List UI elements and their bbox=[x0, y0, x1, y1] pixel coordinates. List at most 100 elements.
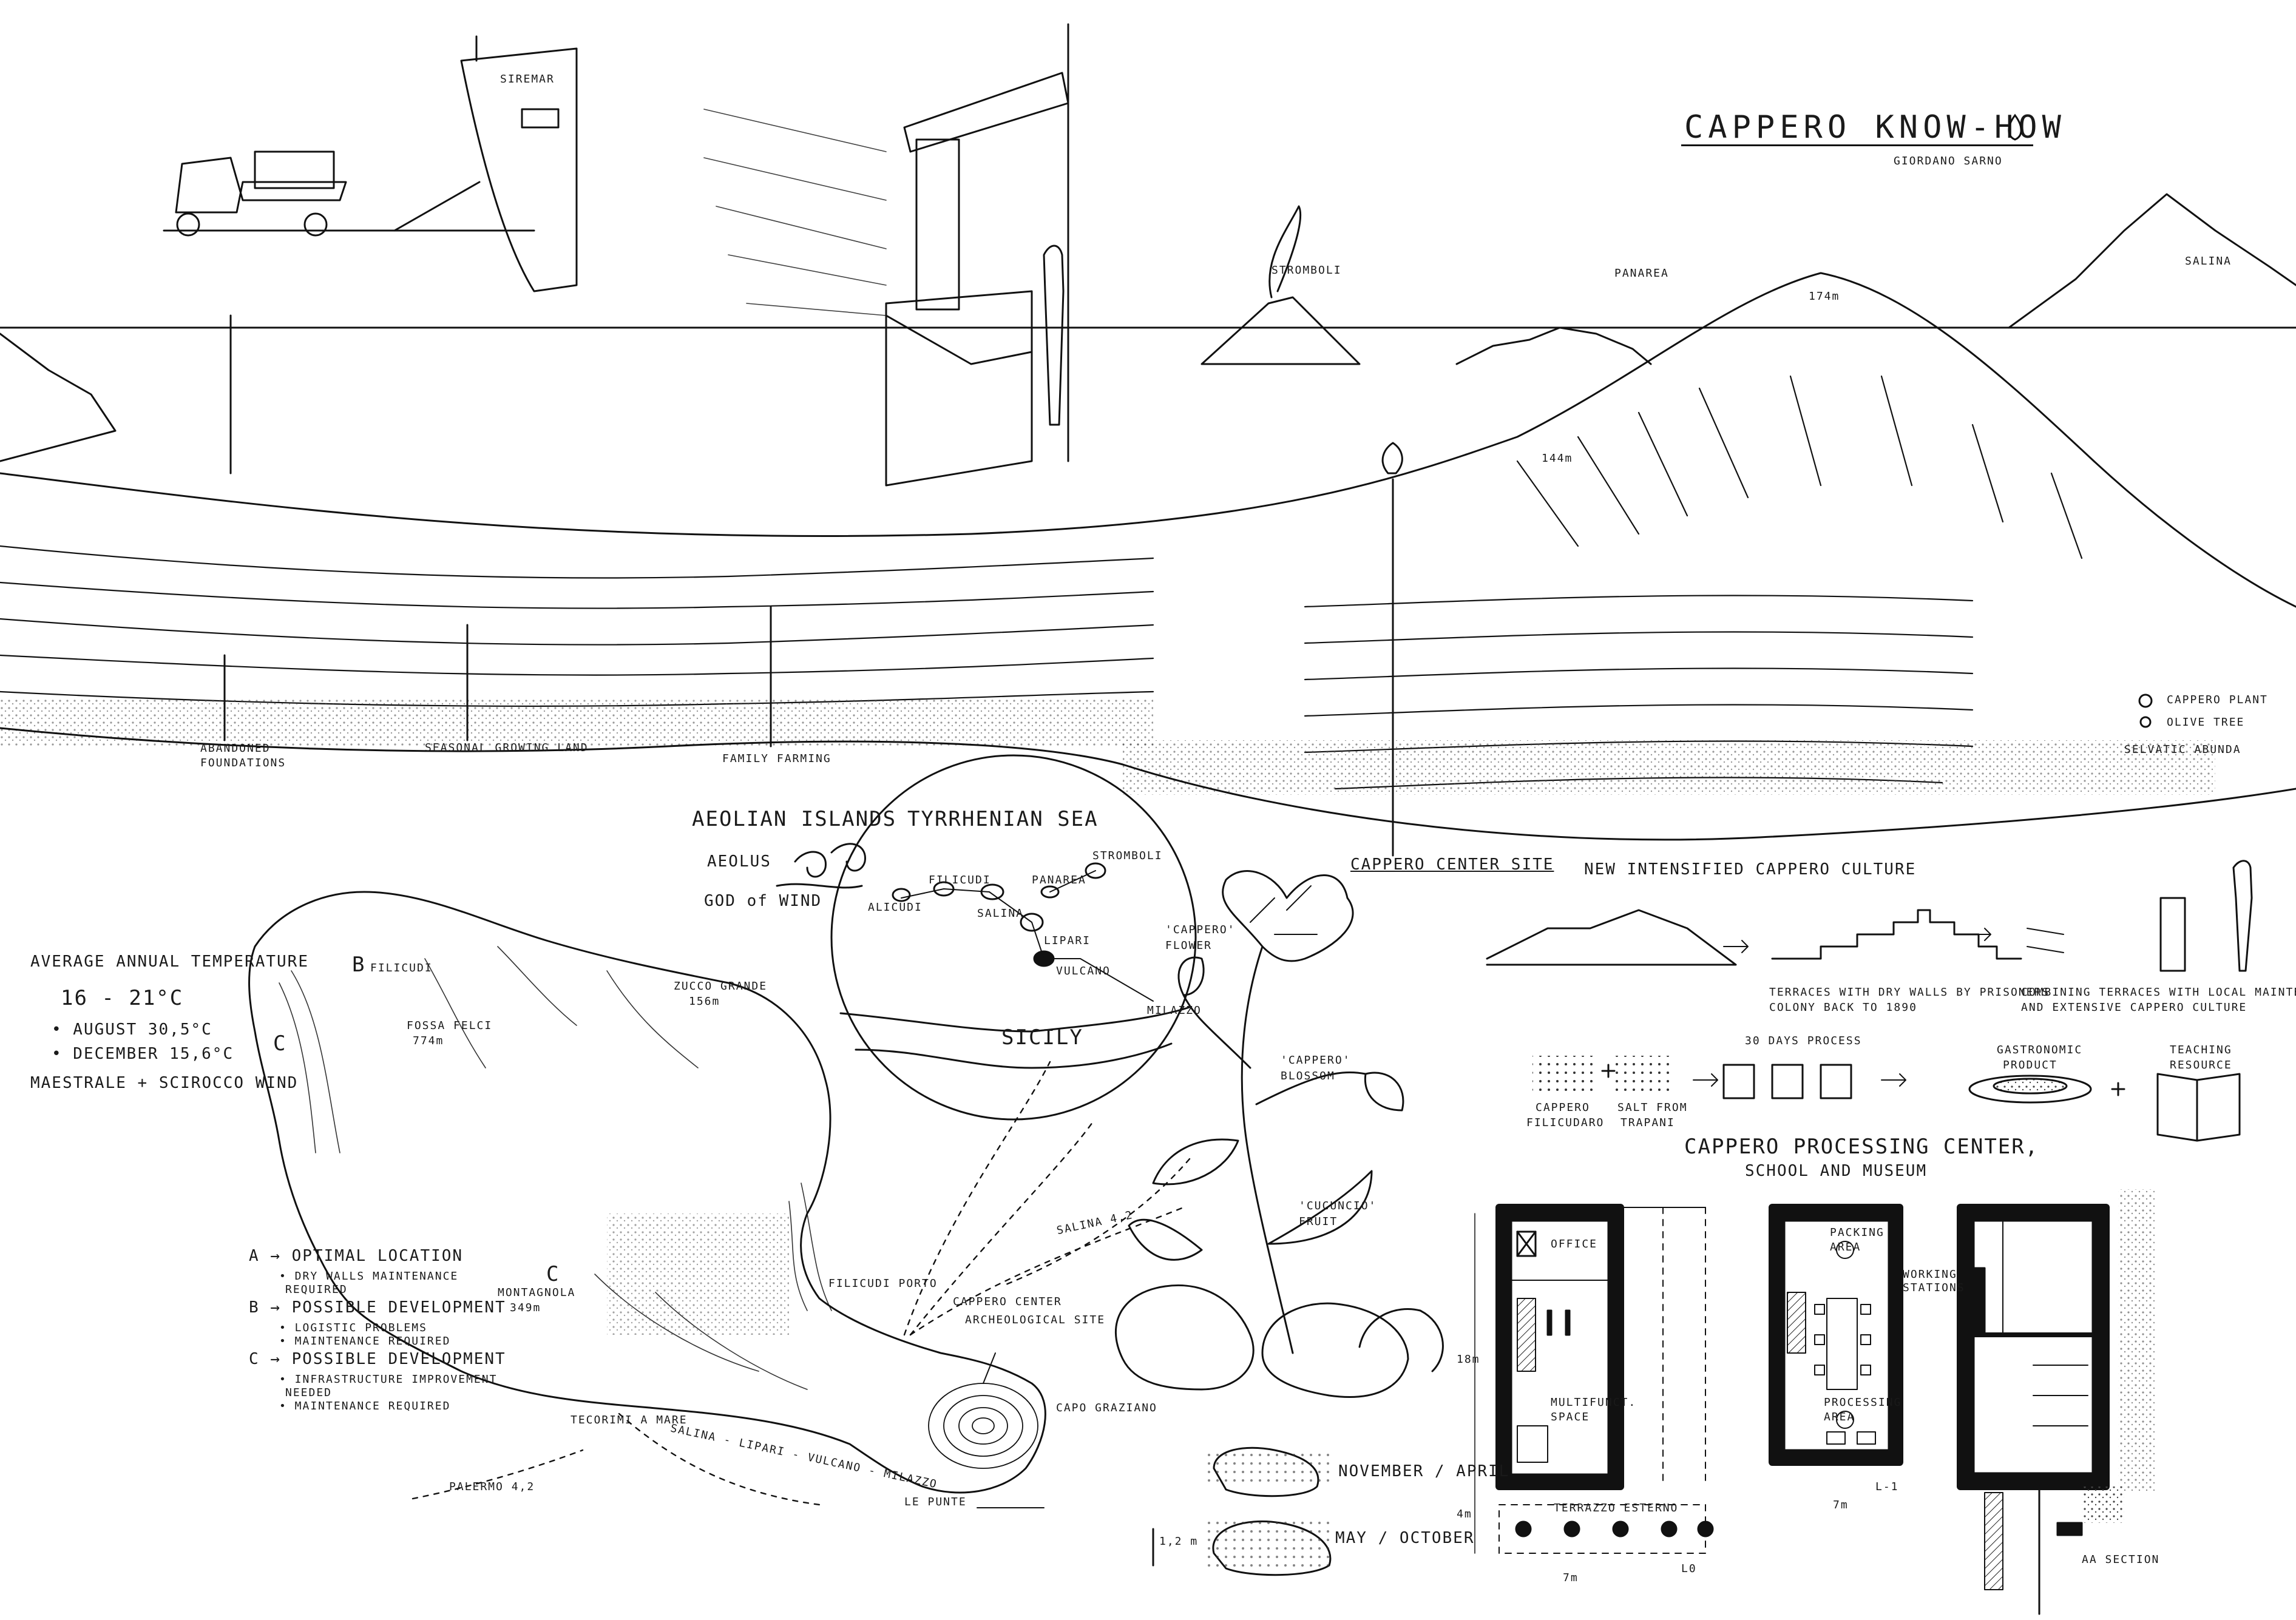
map-land-label: SICILY bbox=[1001, 1025, 1083, 1050]
map-island-label: FILICUDI bbox=[929, 874, 991, 886]
plan-level-ground: L0 bbox=[1681, 1562, 1697, 1575]
plan-room-packing: PACKING AREA bbox=[1830, 1226, 1885, 1254]
filicudi-outline bbox=[248, 891, 1046, 1494]
climate-range: 16 - 21°C bbox=[61, 986, 184, 1010]
ingredient-1: CAPPERO bbox=[1536, 1101, 1590, 1114]
map-place: CAPPERO CENTER bbox=[953, 1295, 1062, 1308]
season-label: NOVEMBER / APRIL bbox=[1338, 1462, 1510, 1480]
main-hill bbox=[0, 272, 2296, 608]
ingredient-2b: TRAPANI bbox=[1620, 1116, 1675, 1129]
map-sea-label: TYRRHENIAN SEA bbox=[907, 807, 1099, 831]
route-label: PALERMO 4,2 bbox=[449, 1480, 535, 1493]
map-place: FILICUDI bbox=[370, 962, 433, 974]
dimension-label: 18m bbox=[1457, 1353, 1480, 1366]
plant-blossom-label: 'CAPPERO' BLOSSOM bbox=[1281, 1054, 1351, 1082]
legend-cappero: CAPPERO PLANT bbox=[2167, 694, 2268, 706]
dimension-label: 7m bbox=[1833, 1499, 1849, 1511]
ingredient-1b: FILICUDARO bbox=[1526, 1116, 1605, 1129]
island-label-stromboli: STROMBOLI bbox=[1272, 264, 1342, 277]
boat-label: SIREMAR bbox=[500, 73, 555, 86]
plan-room-office: OFFICE bbox=[1551, 1238, 1598, 1250]
map-island-label: SALINA bbox=[977, 907, 1024, 920]
ingredient-2: SALT FROM bbox=[1617, 1101, 1688, 1114]
climate-title: AVERAGE ANNUAL TEMPERATURE bbox=[30, 953, 309, 971]
legend-selvatic: SELVATIC ABUNDA bbox=[2124, 743, 2241, 756]
ferry-boat bbox=[460, 47, 578, 292]
title-underline bbox=[1681, 144, 2033, 146]
map-height: 156m bbox=[689, 995, 720, 1008]
salina-island bbox=[2008, 193, 2296, 329]
plant-flower-label: 'CAPPERO' FLOWER bbox=[1165, 923, 1236, 952]
climate-august: • AUGUST 30,5°C bbox=[52, 1021, 212, 1039]
dimension-label: 4m bbox=[1457, 1508, 1472, 1520]
plan-room-processing: PROCESSING AREA bbox=[1824, 1396, 1902, 1423]
plan-terrace: TERRAZZO ESTERNO bbox=[1554, 1502, 1679, 1514]
map-place: CAPO GRAZIANO bbox=[1056, 1402, 1157, 1414]
main-title: CAPPERO KNOW-HOW bbox=[1684, 109, 2066, 146]
myth-line-3: GOD of WIND bbox=[704, 892, 822, 910]
left-headland bbox=[0, 332, 117, 462]
myth-line-1: AEOLIAN ISLANDS bbox=[692, 807, 897, 831]
map-place: ARCHEOLOGICAL SITE bbox=[965, 1314, 1106, 1326]
aeolian-map-circle bbox=[830, 754, 1197, 1121]
product-label-b: PRODUCT bbox=[2003, 1059, 2057, 1072]
elevation-label: 144m bbox=[1542, 452, 1573, 465]
bottom-label-new-culture: NEW INTENSIFIED CAPPERO CULTURE bbox=[1584, 860, 1917, 879]
map-place: ZUCCO GRANDE bbox=[674, 980, 768, 993]
map-place: TECORIMI A MARE bbox=[571, 1414, 688, 1426]
scale-label: 1,2 m bbox=[1159, 1535, 1199, 1548]
person-with-terraces bbox=[2232, 860, 2253, 972]
option-b-title: B → POSSIBLE DEVELOPMENT bbox=[249, 1298, 506, 1317]
option-c-note: • INFRASTRUCTURE IMPROVEMENT bbox=[279, 1373, 498, 1386]
rock-cluster bbox=[1114, 1284, 1255, 1391]
bottom-label-seasonal: SEASONAL GROWING LAND bbox=[425, 741, 589, 754]
bottom-label-family: FAMILY FARMING bbox=[722, 752, 831, 765]
island-label-salina: SALINA bbox=[2185, 255, 2232, 268]
terrace-caption-2b: AND EXTENSIVE CAPPERO CULTURE bbox=[2021, 1001, 2247, 1014]
map-island-label: ALICUDI bbox=[868, 901, 923, 914]
terrace-caption-2: COMBINING TERRACES WITH LOCAL MAINTENANC… bbox=[2021, 986, 2296, 999]
product-label: GASTRONOMIC bbox=[1997, 1044, 2083, 1056]
map-place: MONTAGNOLA bbox=[498, 1286, 576, 1299]
plant-stem bbox=[1241, 945, 1294, 1354]
teaching-label-b: RESOURCE bbox=[2170, 1059, 2232, 1072]
zone-label: C bbox=[273, 1031, 287, 1056]
option-c-note: NEEDED bbox=[285, 1386, 333, 1399]
process-days: 30 DAYS PROCESS bbox=[1745, 1034, 1862, 1047]
jar-1 bbox=[1722, 1064, 1755, 1099]
plans-subtitle: SCHOOL AND MUSEUM bbox=[1745, 1162, 1928, 1180]
plant-fruit-label: 'CUCUNCIO' FRUIT bbox=[1299, 1200, 1377, 1228]
book-icon bbox=[2156, 1073, 2241, 1142]
zone-label: B bbox=[352, 953, 366, 977]
map-place: FOSSA FELCI bbox=[407, 1019, 493, 1032]
map-height: 774m bbox=[413, 1034, 444, 1047]
dimension-label: 7m bbox=[1563, 1571, 1579, 1584]
climate-wind: MAESTRALE + SCIROCCO WIND bbox=[30, 1074, 299, 1092]
plan-room-stations: WORKING STATIONS bbox=[1903, 1268, 1965, 1294]
terrace-caption-1b: COLONY BACK TO 1890 bbox=[1769, 1001, 1917, 1014]
map-island-label: PANAREA bbox=[1032, 874, 1086, 886]
bottom-label-abandoned: ABANDONED FOUNDATIONS bbox=[200, 742, 286, 769]
leaf-marker bbox=[1381, 442, 1403, 474]
map-island-label: LIPARI bbox=[1044, 934, 1091, 947]
plant-leaf bbox=[1177, 956, 1205, 996]
myth-line-2: AEOLUS bbox=[707, 852, 771, 871]
ground-floor-plan bbox=[1474, 1204, 1714, 1554]
map-island-label: MILAZZO bbox=[1147, 1004, 1202, 1017]
legend-olive: OLIVE TREE bbox=[2167, 716, 2245, 729]
author: GIORDANO SARNO bbox=[1894, 155, 2003, 167]
plan-level-first: L-1 bbox=[1875, 1480, 1899, 1493]
map-height: 349m bbox=[510, 1301, 541, 1314]
elevation-label: 174m bbox=[1809, 290, 1840, 303]
terrace-steps bbox=[1771, 909, 2022, 960]
climate-december: • DECEMBER 15,6°C bbox=[52, 1045, 234, 1063]
wind-swirl bbox=[794, 851, 827, 878]
panarea-island bbox=[1455, 326, 1652, 365]
hill-sketch bbox=[1486, 909, 1737, 966]
terrace-caption-1: TERRACES WITH DRY WALLS BY PRISONERS bbox=[1769, 986, 2050, 999]
stromboli-island bbox=[1200, 296, 1361, 365]
map-island-label: STROMBOLI bbox=[1092, 849, 1163, 862]
option-c-note: • MAINTENANCE REQUIRED bbox=[279, 1400, 451, 1412]
option-b-note: • MAINTENANCE REQUIRED bbox=[279, 1335, 451, 1348]
